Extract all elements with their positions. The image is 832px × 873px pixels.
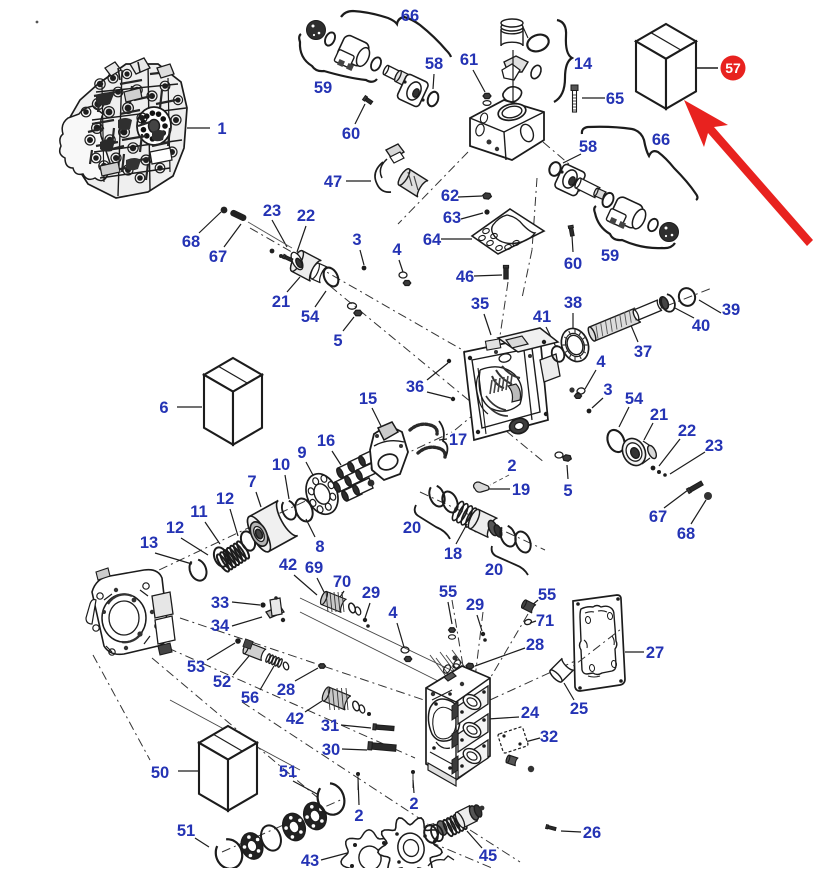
svg-text:21: 21 (650, 406, 668, 424)
svg-text:59: 59 (601, 247, 619, 265)
svg-text:15: 15 (359, 390, 377, 408)
svg-text:54: 54 (625, 390, 644, 408)
svg-text:66: 66 (652, 131, 670, 149)
svg-text:56: 56 (241, 689, 259, 707)
svg-text:17: 17 (449, 431, 467, 449)
svg-text:51: 51 (177, 822, 195, 840)
svg-text:19: 19 (512, 481, 530, 499)
svg-text:12: 12 (166, 519, 184, 537)
svg-text:38: 38 (564, 294, 582, 312)
svg-text:55: 55 (439, 583, 457, 601)
svg-text:21: 21 (272, 293, 290, 311)
svg-text:29: 29 (466, 596, 484, 614)
svg-text:45: 45 (479, 847, 497, 865)
svg-text:2: 2 (507, 457, 516, 475)
svg-text:61: 61 (460, 51, 478, 69)
svg-text:42: 42 (279, 556, 297, 574)
svg-text:3: 3 (352, 231, 361, 249)
svg-text:33: 33 (211, 594, 229, 612)
svg-text:36: 36 (406, 378, 424, 396)
svg-text:14: 14 (574, 55, 593, 73)
svg-text:50: 50 (151, 764, 169, 782)
svg-text:25: 25 (570, 700, 588, 718)
svg-text:8: 8 (315, 538, 324, 556)
svg-text:60: 60 (342, 125, 360, 143)
svg-text:51: 51 (279, 763, 297, 781)
svg-text:6: 6 (159, 399, 168, 417)
svg-text:2: 2 (409, 795, 418, 813)
svg-text:55: 55 (538, 586, 556, 604)
svg-text:22: 22 (297, 207, 315, 225)
svg-text:42: 42 (286, 710, 304, 728)
svg-text:39: 39 (722, 301, 740, 319)
svg-text:40: 40 (692, 317, 710, 335)
svg-text:47: 47 (324, 173, 342, 191)
svg-text:34: 34 (211, 617, 230, 635)
svg-text:29: 29 (362, 584, 380, 602)
svg-text:66: 66 (401, 7, 419, 25)
svg-text:5: 5 (333, 332, 342, 350)
svg-text:4: 4 (596, 353, 606, 371)
svg-text:9: 9 (297, 444, 306, 462)
svg-text:67: 67 (649, 508, 667, 526)
svg-text:11: 11 (190, 503, 207, 521)
svg-text:7: 7 (247, 473, 256, 491)
svg-text:64: 64 (423, 231, 442, 249)
svg-text:69: 69 (305, 559, 323, 577)
svg-text:20: 20 (485, 561, 503, 579)
svg-text:26: 26 (583, 824, 601, 842)
svg-text:54: 54 (301, 308, 320, 326)
svg-text:1: 1 (217, 120, 226, 138)
svg-text:59: 59 (314, 79, 332, 97)
svg-text:13: 13 (140, 534, 158, 552)
svg-text:35: 35 (471, 295, 489, 313)
svg-text:4: 4 (392, 241, 402, 259)
svg-text:4: 4 (388, 604, 398, 622)
svg-text:10: 10 (272, 456, 290, 474)
svg-text:68: 68 (182, 233, 200, 251)
svg-text:23: 23 (705, 437, 723, 455)
svg-text:62: 62 (441, 187, 459, 205)
svg-text:31: 31 (321, 717, 339, 735)
svg-text:20: 20 (403, 519, 421, 537)
svg-text:27: 27 (646, 644, 664, 662)
svg-text:58: 58 (425, 55, 443, 73)
svg-text:18: 18 (444, 545, 462, 563)
svg-text:30: 30 (322, 741, 340, 759)
svg-text:32: 32 (540, 728, 558, 746)
svg-text:3: 3 (603, 381, 612, 399)
svg-text:57: 57 (725, 60, 741, 76)
svg-text:24: 24 (521, 704, 540, 722)
svg-text:53: 53 (187, 658, 205, 676)
svg-text:37: 37 (634, 343, 652, 361)
svg-text:70: 70 (333, 573, 351, 591)
svg-text:12: 12 (216, 490, 234, 508)
svg-text:41: 41 (533, 308, 551, 326)
svg-text:52: 52 (213, 673, 231, 691)
svg-text:28: 28 (526, 636, 544, 654)
svg-text:22: 22 (678, 422, 696, 440)
svg-text:46: 46 (456, 268, 474, 286)
svg-text:16: 16 (317, 432, 335, 450)
svg-text:63: 63 (443, 209, 461, 227)
svg-text:2: 2 (354, 807, 363, 825)
svg-text:23: 23 (263, 202, 281, 220)
svg-text:65: 65 (606, 90, 624, 108)
svg-text:71: 71 (536, 612, 554, 630)
svg-text:28: 28 (277, 681, 295, 699)
svg-text:60: 60 (564, 255, 582, 273)
svg-text:68: 68 (677, 525, 695, 543)
svg-text:43: 43 (301, 852, 319, 868)
svg-text:67: 67 (209, 248, 227, 266)
svg-text:58: 58 (579, 138, 597, 156)
svg-text:5: 5 (563, 482, 572, 500)
